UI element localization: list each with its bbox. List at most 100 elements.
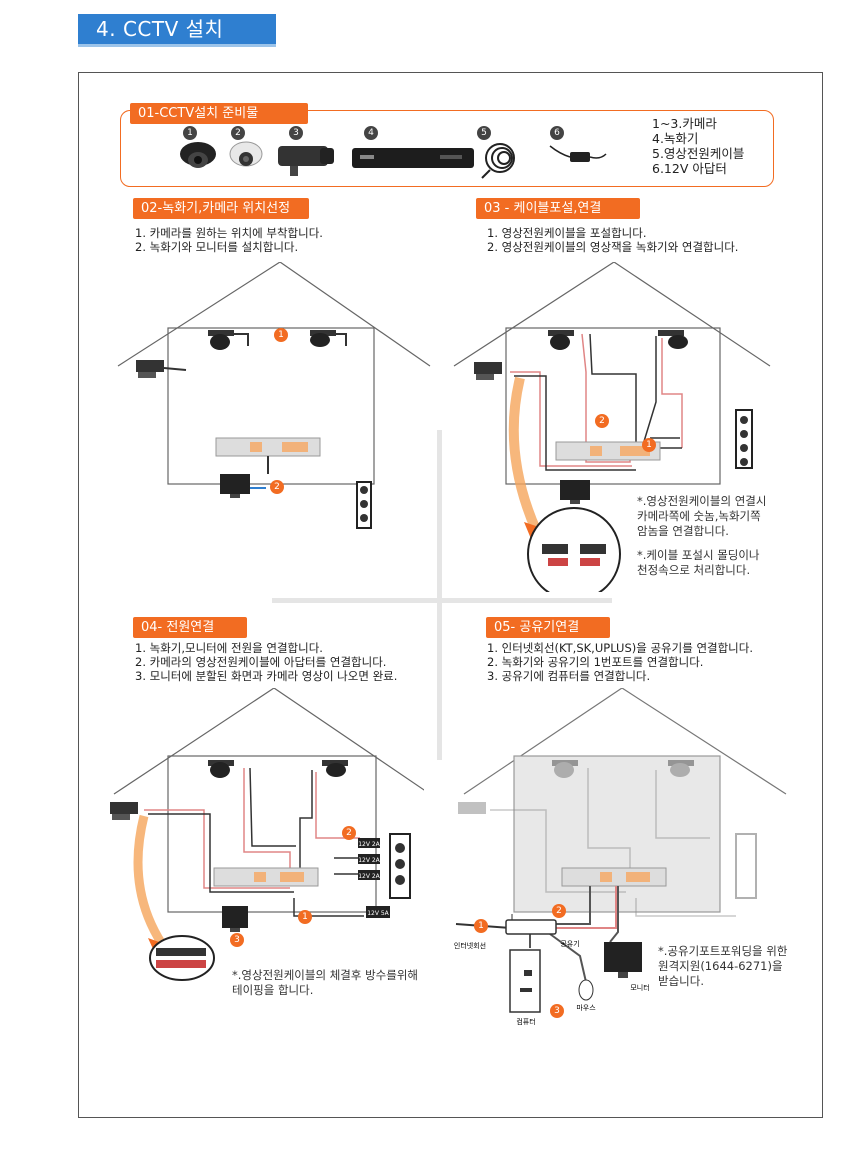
step: 1. 녹화기,모니터에 전원을 연결합니다. [135,641,323,655]
section4-note: *.영상전원케이블의 체결후 방수를위해 테이핑을 합니다. [232,968,418,998]
legend-item: 6.12V 아답터 [652,161,727,176]
cable-coil-icon [481,143,515,179]
page-title: 4. CCTV 설치 [78,14,276,47]
adapter-block-icon [358,838,390,918]
power-strip-icon [389,833,411,899]
note-line: *.영상전원케이블의 연결시 [637,494,767,508]
note-line: 원격지원(1644-6271)을 [658,959,783,973]
prep-item-number: 4 [364,126,378,140]
quadrant-divider-vertical [437,430,442,760]
step: 2. 카메라의 영상전원케이블에 아답터를 연결합니다. [135,655,387,669]
note-line: 받습니다. [658,974,704,988]
step: 1. 카메라를 원하는 위치에 부착합니다. [135,226,323,240]
computer-tower-icon [509,949,541,1013]
house-diagram-section3 [453,262,771,592]
device-label-mouse: 마우스 [576,1003,596,1012]
prep-equipment-illustration [180,141,607,179]
dvr-recorder-icon [555,441,661,461]
note-line: *.영상전원케이블의 체결후 방수를위해 [232,968,418,982]
section3-note: *.영상전원케이블의 연결시 카메라쪽에 숫놈,녹화기쪽 암놈을 연결합니다. … [637,494,766,578]
step: 1. 영상전원케이블을 포설합니다. [487,226,647,240]
router-icon [505,914,557,935]
content-frame [78,72,823,1118]
dome-camera-icon [658,330,688,349]
dvr-recorder-icon [352,148,474,168]
step-marker: 1 [298,910,312,924]
prep-legend: 1~3.카메라 4.녹화기 5.영상전원케이블 6.12V 아답터 [652,116,744,176]
monitor-icon [604,942,642,978]
section4-title: 04- 전원연결 [133,617,247,638]
device-label-internet: 인터넷회선 [454,941,486,950]
dvr-recorder-icon [561,867,667,887]
prep-box [120,110,774,187]
step: 2. 영상전원케이블의 영상잭을 녹화기와 연결합니다. [487,240,739,254]
section5-steps: 1. 인터넷회선(KT,SK,UPLUS)을 공유기를 연결합니다. 2. 녹화… [487,641,753,683]
prep-item-number: 2 [231,126,245,140]
note-line: *.케이블 포설시 몰딩이나 [637,548,760,562]
house-diagram-section5: 인터넷회선 공유기 모니터 마우스 컴퓨터 [454,688,787,1026]
house-diagram-section2 [117,262,431,529]
dvr-recorder-icon [215,437,321,457]
step-marker: 1 [274,328,288,342]
legend-item: 1~3.카메라 [652,116,717,131]
note-line: *.공유기포트포워딩을 위한 [658,944,788,958]
dome-camera-icon [668,760,694,777]
step-marker: 2 [342,826,356,840]
adapter-label: 12V 2A [358,873,380,880]
house-diagram-section4: 12V 2A 12V 2A 12V 2A 12V 5A [110,688,424,981]
section3-title: 03 - 케이블포설,연결 [476,198,640,219]
prep-item-number: 5 [477,126,491,140]
dome-camera-icon [208,330,234,350]
step-marker: 2 [595,414,609,428]
monitor-icon [222,906,248,932]
dome-camera-icon [322,760,348,777]
step: 3. 모니터에 분할된 화면과 카메라 영상이 나오면 완료. [135,669,398,683]
device-label-monitor: 모니터 [630,983,649,992]
connector-zoom-icon [149,935,215,981]
dome-camera-icon [208,760,234,778]
monitor-icon [560,480,590,504]
power-strip-icon [735,409,753,469]
step-marker: 2 [270,480,284,494]
quadrant-divider-horizontal [272,598,612,603]
note-line: 카메라쪽에 숫놈,녹화기쪽 [637,509,761,523]
adapter-label: 12V 2A [358,857,380,864]
dome-camera-icon [180,142,216,168]
monitor-icon [220,474,250,498]
power-strip-icon [735,833,757,899]
device-label-router: 공유기 [560,939,579,948]
section3-steps: 1. 영상전원케이블을 포설합니다. 2. 영상전원케이블의 영상잭을 녹화기와… [487,226,738,254]
section4-steps: 1. 녹화기,모니터에 전원을 연결합니다. 2. 카메라의 영상전원케이블에 … [135,641,397,683]
step: 1. 인터넷회선(KT,SK,UPLUS)을 공유기를 연결합니다. [487,641,753,655]
section2-title: 02-녹화기,카메라 위치선정 [133,198,309,219]
white-dome-camera-icon [229,141,263,167]
step-marker: 1 [474,919,488,933]
step-marker: 3 [230,933,244,947]
connector-zoom-icon [527,507,621,592]
bullet-camera-icon [110,802,138,820]
bullet-camera-icon [136,360,164,378]
section2-steps: 1. 카메라를 원하는 위치에 부착합니다. 2. 녹화기와 모니터를 설치합니… [135,226,323,254]
prep-title: 01-CCTV설치 준비물 [130,103,308,124]
legend-item: 4.녹화기 [652,131,699,146]
note-line: 암놈을 연결합니다. [637,524,729,538]
section5-note: *.공유기포트포워딩을 위한 원격지원(1644-6271)을 받습니다. [658,944,787,989]
adapter-label: 12V 2A [358,841,380,848]
note-line: 천정속으로 처리합니다. [637,563,751,577]
dvr-recorder-icon [213,867,319,887]
power-adapter-icon [549,145,607,162]
note-line: 테이핑을 합니다. [232,983,314,997]
prep-item-number: 6 [550,126,564,140]
step-marker: 2 [552,904,566,918]
step-marker: 3 [550,1004,564,1018]
power-strip-icon [356,481,372,529]
prep-item-number: 1 [183,126,197,140]
step-marker: 1 [642,438,656,452]
section5-title: 05- 공유기연결 [486,617,610,638]
step: 3. 공유기에 컴퓨터를 연결합니다. [487,669,651,683]
bullet-camera-icon [458,802,486,814]
mouse-icon [578,979,594,1001]
dome-camera-icon [548,330,574,350]
bullet-camera-icon [278,146,334,176]
dome-camera-icon [310,330,336,347]
